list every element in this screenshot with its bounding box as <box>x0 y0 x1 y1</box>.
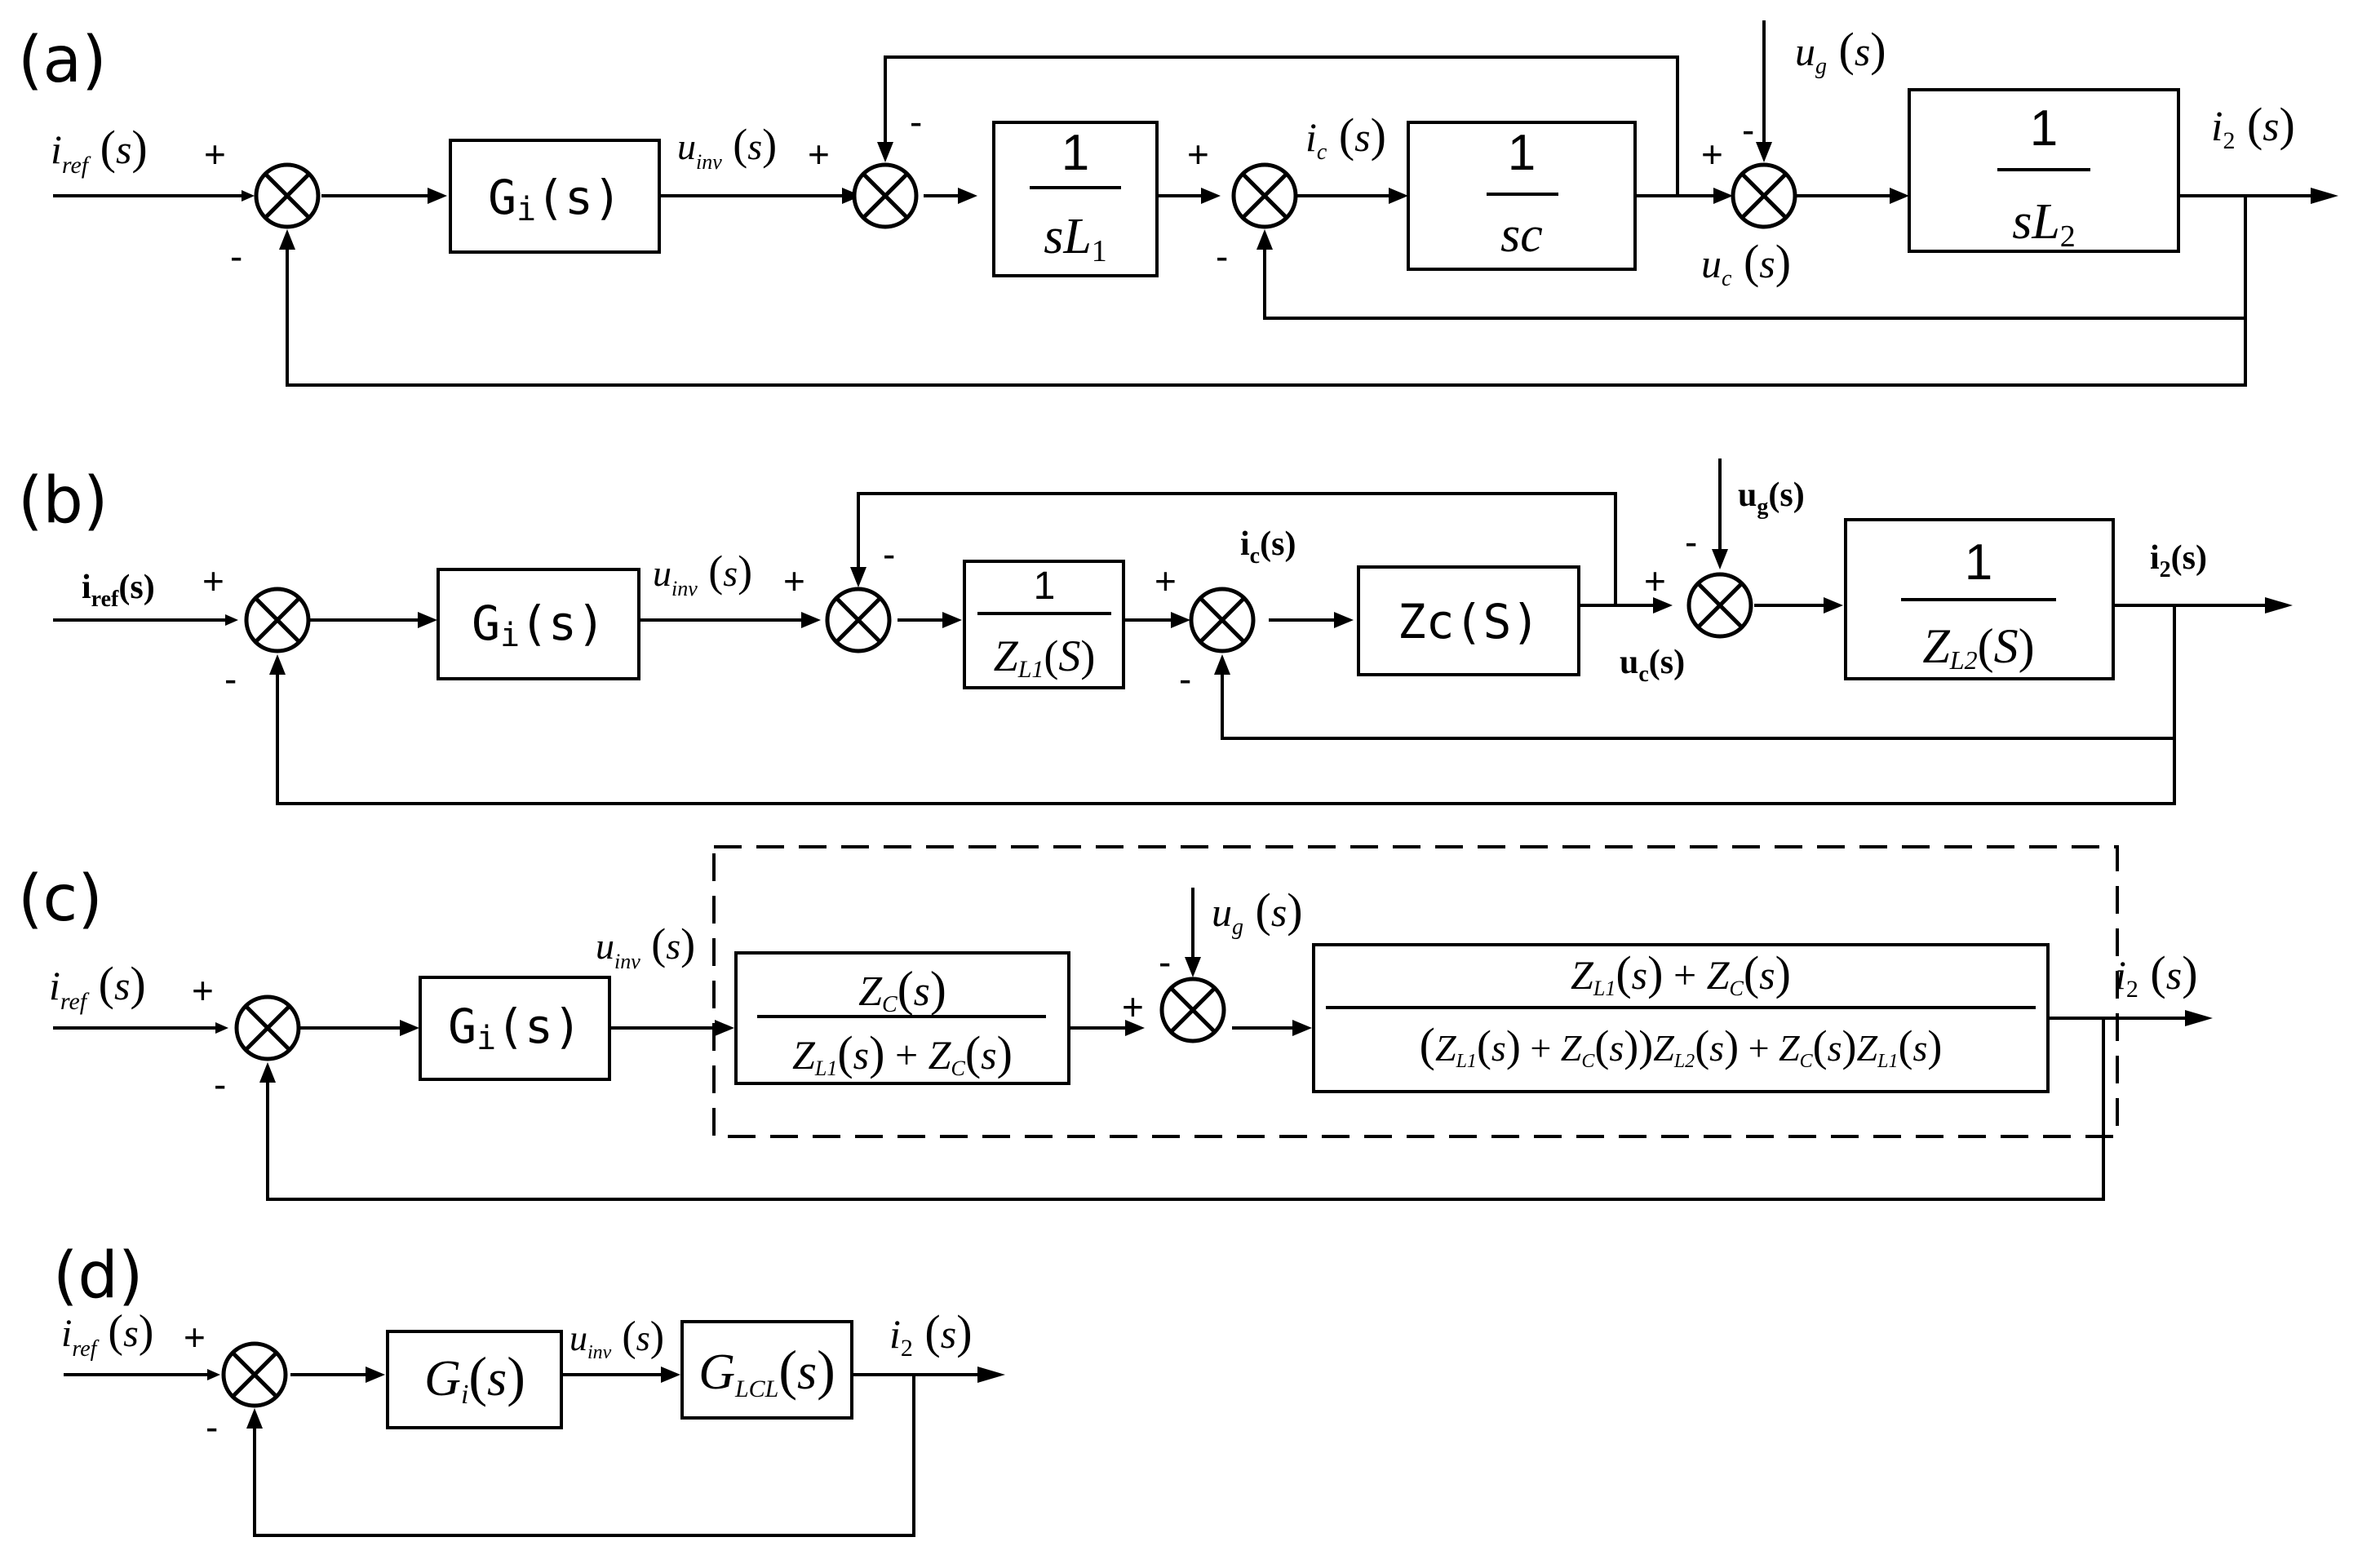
panel-c-u-inv-label: uinv (s) <box>596 919 695 973</box>
panel-b-controller-block: Gi(s) <box>437 568 640 680</box>
svg-text:-: - <box>230 235 242 277</box>
svg-text:-: - <box>214 1063 226 1105</box>
panel-c-block-2: ZL1(s) + ZC(s) (ZL1(s) + ZC(s))ZL2(s) + … <box>1312 943 2050 1093</box>
panel-c-wires <box>53 888 2213 1201</box>
panel-c-signs: + - + - <box>192 941 1171 1105</box>
panel-a-u-c-label: uc (s) <box>1701 235 1791 291</box>
svg-text:1: 1 <box>1508 125 1536 181</box>
svg-text:1: 1 <box>1034 565 1056 608</box>
panel-a-signs: + - + - + - + - <box>204 100 1754 277</box>
panel-b-u-c-label: uc(s) <box>1620 644 1685 687</box>
svg-text:-: - <box>224 658 237 700</box>
svg-text:ZL2(S): ZL2(S) <box>1922 619 2034 675</box>
svg-text:Gi(s): Gi(s) <box>472 596 605 654</box>
svg-text:1: 1 <box>1965 534 1992 591</box>
panel-b-input-label: iref(s) <box>82 569 155 612</box>
svg-text:+: + <box>1644 560 1666 602</box>
panel-d-signs: + - <box>184 1316 218 1448</box>
panel-b-zc-block: Zc(S) <box>1357 565 1580 676</box>
panel-c-block-1: ZC(s) ZL1(s) + ZC(s) <box>734 951 1070 1085</box>
panel-a-i-c-label: ic (s) <box>1305 109 1386 165</box>
panel-a-output-label: i2 (s) <box>2211 98 2295 154</box>
svg-text:-: - <box>206 1406 218 1448</box>
svg-text:+: + <box>192 969 214 1012</box>
svg-text:ZC(s): ZC(s) <box>858 962 946 1017</box>
panel-b-label: (b) <box>18 464 108 538</box>
panel-d-output-label: i2 (s) <box>889 1305 973 1362</box>
panel-b: (b) <box>18 458 2293 805</box>
panel-c-output-label: i2 (s) <box>2115 946 2198 1003</box>
svg-text:+: + <box>1122 986 1144 1028</box>
panel-c-input-label: iref (s) <box>49 957 146 1015</box>
panel-d-u-inv-label: uinv (s) <box>570 1313 664 1363</box>
panel-b-u-g-label: ug(s) <box>1738 476 1805 520</box>
panel-c-controller-block: Gi(s) <box>419 976 611 1081</box>
panel-a-sum-1 <box>254 162 321 229</box>
panel-b-sum-4 <box>1686 572 1753 639</box>
panel-d-sum-1 <box>221 1341 288 1408</box>
panel-a-controller-block: Gi(s) <box>449 139 661 254</box>
panel-b-wires <box>53 458 2293 805</box>
panel-c-sum-2 <box>1159 977 1226 1043</box>
panel-a-inductor-l2-block: 1 sL2 <box>1908 88 2180 254</box>
panel-a-capacitor-block: 1 sc <box>1407 121 1637 271</box>
panel-b-u-inv-label: uinv (s) <box>653 547 752 600</box>
panel-a-u-g-label: ug (s) <box>1795 23 1886 79</box>
panel-c-label: (c) <box>18 862 103 936</box>
panel-b-sum-2 <box>825 587 892 653</box>
svg-text:-: - <box>1179 658 1191 700</box>
panel-a-wires <box>53 20 2338 387</box>
svg-text:+: + <box>1155 560 1177 602</box>
panel-b-sum-3 <box>1189 587 1256 653</box>
svg-text:sc: sc <box>1500 207 1543 263</box>
svg-text:-: - <box>883 533 895 575</box>
svg-text:+: + <box>1187 133 1209 175</box>
panel-a-sum-2 <box>852 162 919 229</box>
panel-c-sum-1 <box>234 994 301 1061</box>
panel-d-input-label: iref (s) <box>61 1306 153 1362</box>
svg-text:1: 1 <box>1061 125 1089 181</box>
svg-text:-: - <box>910 100 922 143</box>
svg-text:ZL1(S): ZL1(S) <box>994 631 1096 683</box>
panel-c-dashed-group <box>712 845 2119 1138</box>
svg-text:-: - <box>1216 235 1228 277</box>
panel-d-controller-block: Gi(s) <box>386 1330 563 1429</box>
panel-b-sum-1 <box>244 587 311 653</box>
svg-text:+: + <box>204 133 226 175</box>
svg-text:+: + <box>1701 133 1723 175</box>
svg-text:Zc(S): Zc(S) <box>1398 594 1540 649</box>
svg-text:Gi(s): Gi(s) <box>448 999 582 1057</box>
svg-text:1: 1 <box>2030 100 2058 157</box>
panel-a-label: (a) <box>18 24 107 97</box>
svg-text:+: + <box>783 560 805 602</box>
panel-a-sum-3 <box>1231 162 1298 229</box>
panel-b-output-label: i2(s) <box>2150 539 2207 583</box>
panel-b-zl2-block: 1 ZL2(S) <box>1844 518 2115 680</box>
panel-d-label: (d) <box>53 1239 143 1313</box>
svg-text:Gi(s): Gi(s) <box>424 1345 525 1410</box>
panel-d-wires <box>64 1367 1005 1537</box>
panel-c: (c) Gi(s) <box>18 845 2213 1201</box>
panel-a-inductor-l1-block: 1 sL1 <box>992 121 1159 277</box>
svg-text:-: - <box>1159 941 1171 983</box>
panel-d: (d) Gi(s) GLCL(s) iref (s) uinv (s) i2 (… <box>53 1239 1005 1537</box>
panel-a-sum-4 <box>1731 162 1797 229</box>
svg-text:-: - <box>1742 109 1754 151</box>
panel-b-signs: + - + - + - + - <box>202 521 1697 700</box>
svg-text:+: + <box>808 133 830 175</box>
panel-a: (a) <box>18 20 2338 387</box>
svg-text:-: - <box>1685 521 1697 563</box>
svg-text:+: + <box>202 560 224 602</box>
svg-text:Gi(s): Gi(s) <box>488 170 622 228</box>
svg-text:+: + <box>184 1316 206 1358</box>
panel-b-i-c-label: ic(s) <box>1240 525 1296 569</box>
svg-text:GLCL(s): GLCL(s) <box>698 1339 835 1402</box>
panel-d-plant-block: GLCL(s) <box>680 1320 853 1420</box>
panel-a-input-label: iref (s) <box>51 121 148 179</box>
panel-c-u-g-label: ug (s) <box>1212 884 1303 940</box>
panel-b-zl1-block: 1 ZL1(S) <box>963 560 1125 689</box>
panel-a-u-inv-label: uinv (s) <box>677 120 777 174</box>
